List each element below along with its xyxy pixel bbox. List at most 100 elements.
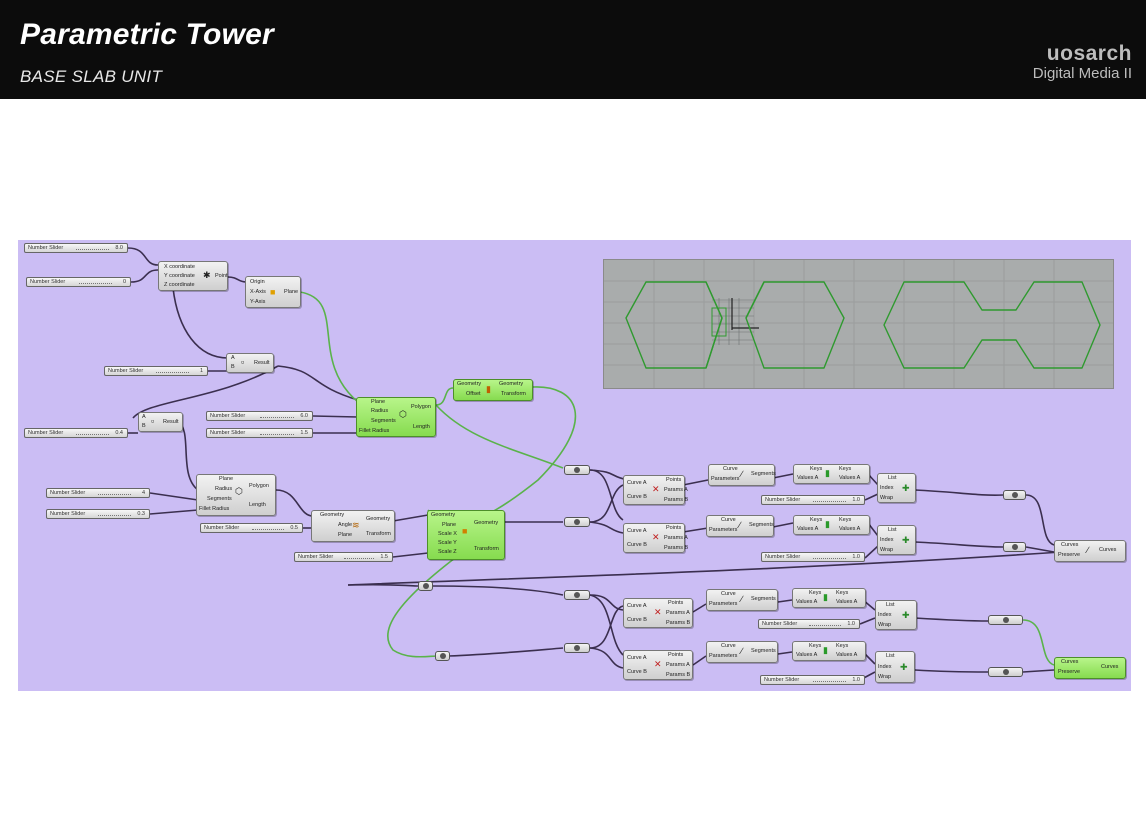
construct-point-component[interactable]: X coordinate Y coordinate Z coordinate ✱… bbox=[158, 261, 228, 291]
output-geometry: Geometry bbox=[499, 381, 524, 387]
polygon-component-small[interactable]: Plane Radius Segments Fillet Radius ⬡ Po… bbox=[196, 474, 276, 516]
input-curves: Curves bbox=[1061, 542, 1079, 548]
wire bbox=[427, 386, 577, 526]
slider-label: Number Slider bbox=[30, 279, 66, 285]
input-keys: Keys bbox=[809, 590, 822, 596]
input-preserve: Preserve bbox=[1058, 669, 1081, 675]
shatter-component-2[interactable]: Curve Parameters ∕ Segments bbox=[706, 515, 774, 537]
relay-node[interactable] bbox=[418, 581, 433, 591]
list-item-icon: ✚ bbox=[902, 610, 910, 620]
output-values-a: Values A bbox=[836, 599, 858, 605]
polygon-component-main[interactable]: Plane Radius Segments Fillet Radius ⬡ Po… bbox=[356, 397, 436, 437]
grasshopper-canvas[interactable]: Number Slider 8.0 Number Slider 0 Number… bbox=[18, 240, 1131, 691]
slider-label: Number Slider bbox=[210, 413, 246, 419]
curve-curve-intersection-2[interactable]: Curve A Curve B ✕ Points Params A Params… bbox=[623, 523, 689, 553]
page-title: Parametric Tower bbox=[20, 18, 274, 51]
intersection-icon: ✕ bbox=[654, 659, 662, 669]
join-curves-component-1[interactable]: Curves Preserve ∕ Curves bbox=[1054, 540, 1126, 562]
list-item-component-4[interactable]: List Index Wrap ✚ bbox=[875, 651, 915, 683]
division-component[interactable]: A B ▫ Result bbox=[138, 412, 183, 432]
output-transform: Transform bbox=[366, 531, 391, 537]
slider-track bbox=[813, 558, 846, 559]
input-x: X coordinate bbox=[164, 264, 195, 270]
shatter-component-4[interactable]: Curve Parameters ∕ Segments bbox=[706, 641, 778, 663]
curve-curve-intersection-1[interactable]: Curve A Curve B ✕ Points Params A Params… bbox=[623, 475, 688, 505]
sort-list-component-1[interactable]: Keys Values A ▮ Keys Values A bbox=[793, 464, 870, 484]
join-curves-component-2[interactable]: Curves Preserve Curves bbox=[1054, 657, 1126, 679]
relay-node[interactable] bbox=[564, 465, 590, 475]
number-slider-small-fillet[interactable]: Number Slider 0.3 bbox=[46, 509, 150, 519]
number-slider-index-2[interactable]: Number Slider 1.0 bbox=[761, 552, 865, 562]
wire bbox=[864, 545, 879, 559]
number-slider-ratio[interactable]: Number Slider 0.4 bbox=[24, 428, 128, 438]
output-segments: Segments bbox=[751, 596, 776, 602]
number-slider-angle[interactable]: Number Slider 0.5 bbox=[200, 523, 303, 533]
list-item-component-1[interactable]: List Index Wrap ✚ bbox=[877, 473, 916, 503]
wire bbox=[435, 404, 564, 469]
relay-node[interactable] bbox=[564, 643, 590, 653]
sort-list-component-3[interactable]: Keys Values A ▮ Keys Values A bbox=[792, 588, 866, 608]
sort-list-component-2[interactable]: Keys Values A ▮ Keys Values A bbox=[793, 515, 870, 535]
relay-node[interactable] bbox=[1003, 542, 1026, 552]
curve-curve-intersection-4[interactable]: Curve A Curve B ✕ Points Params A Params… bbox=[623, 650, 693, 680]
number-slider-scale[interactable]: Number Slider 1.5 bbox=[294, 552, 393, 562]
wire bbox=[777, 651, 793, 655]
input-scale-z: Scale Z bbox=[438, 549, 457, 555]
relay-node[interactable] bbox=[988, 667, 1023, 677]
brand-logo: uosarch bbox=[1046, 42, 1132, 65]
input-curve: Curve bbox=[721, 643, 736, 649]
input-plane: Plane bbox=[219, 476, 234, 482]
relay-node[interactable] bbox=[988, 615, 1023, 625]
relay-node[interactable] bbox=[564, 517, 590, 527]
wire bbox=[312, 415, 359, 418]
relay-node[interactable] bbox=[435, 651, 450, 661]
input-fillet-radius: Fillet Radius bbox=[359, 428, 390, 434]
wire bbox=[589, 484, 624, 523]
move-component[interactable]: Geometry Offset ▮ Geometry Transform bbox=[453, 379, 533, 401]
rhino-viewport-preview[interactable] bbox=[603, 259, 1114, 389]
shatter-component-3[interactable]: Curve Parameters ∕ Segments bbox=[706, 589, 778, 611]
input-segments: Segments bbox=[207, 496, 232, 502]
number-slider-offset[interactable]: Number Slider 0 bbox=[26, 277, 131, 287]
slider-value: 1.5 bbox=[380, 554, 388, 560]
list-item-component-3[interactable]: List Index Wrap ✚ bbox=[875, 600, 917, 630]
input-curve-b: Curve B bbox=[627, 494, 647, 500]
number-slider-fillet[interactable]: Number Slider 1.5 bbox=[206, 428, 313, 438]
number-slider-segments[interactable]: Number Slider 6.0 bbox=[206, 411, 313, 421]
output-polygon: Polygon bbox=[411, 404, 431, 410]
wire bbox=[1025, 494, 1055, 546]
input-keys: Keys bbox=[809, 643, 822, 649]
output-params-b: Params B bbox=[664, 545, 689, 551]
viewport-geometry bbox=[604, 260, 1113, 388]
input-radius: Radius bbox=[371, 408, 389, 414]
sort-list-component-4[interactable]: Keys Values A ▮ Keys Values A bbox=[792, 641, 866, 661]
xy-plane-component[interactable]: Origin X-Axis Y-Axis ■ Plane bbox=[245, 276, 301, 308]
list-item-component-2[interactable]: List Index Wrap ✚ bbox=[877, 525, 916, 555]
wire bbox=[589, 647, 624, 669]
curve-curve-intersection-3[interactable]: Curve A Curve B ✕ Points Params A Params… bbox=[623, 598, 693, 628]
wire bbox=[435, 387, 454, 406]
number-slider-count[interactable]: Number Slider 8.0 bbox=[24, 243, 128, 253]
sort-icon: ▮ bbox=[825, 519, 830, 529]
relay-node[interactable] bbox=[564, 590, 590, 600]
number-slider-factor[interactable]: Number Slider 1 bbox=[104, 366, 208, 376]
output-points: Points bbox=[666, 525, 682, 531]
relay-node[interactable] bbox=[1003, 490, 1026, 500]
number-slider-small-segments[interactable]: Number Slider 4 bbox=[46, 488, 150, 498]
number-slider-index-3[interactable]: Number Slider 1.0 bbox=[758, 619, 860, 629]
multiplication-component[interactable]: A B ▫ Result bbox=[226, 353, 274, 373]
shatter-component-1[interactable]: Curve Parameters ∕ Segments bbox=[708, 464, 776, 486]
output-keys: Keys bbox=[836, 643, 849, 649]
scale-nu-component[interactable]: Geometry Plane Scale X Scale Y Scale Z ■… bbox=[427, 510, 505, 560]
slider-track bbox=[812, 681, 846, 682]
wire bbox=[1025, 546, 1055, 553]
slider-value: 4 bbox=[141, 490, 145, 496]
number-slider-index-4[interactable]: Number Slider 1.0 bbox=[760, 675, 865, 685]
input-a: A bbox=[231, 355, 235, 361]
point-icon: ✱ bbox=[203, 270, 211, 280]
number-slider-index-1[interactable]: Number Slider 1.0 bbox=[761, 495, 865, 505]
output-params-b: Params B bbox=[666, 672, 691, 678]
slider-label: Number Slider bbox=[298, 554, 334, 560]
rotate-component[interactable]: Geometry Angle Plane ≋ Geometry Transfor… bbox=[311, 510, 395, 542]
slider-value: 1.0 bbox=[847, 621, 855, 627]
